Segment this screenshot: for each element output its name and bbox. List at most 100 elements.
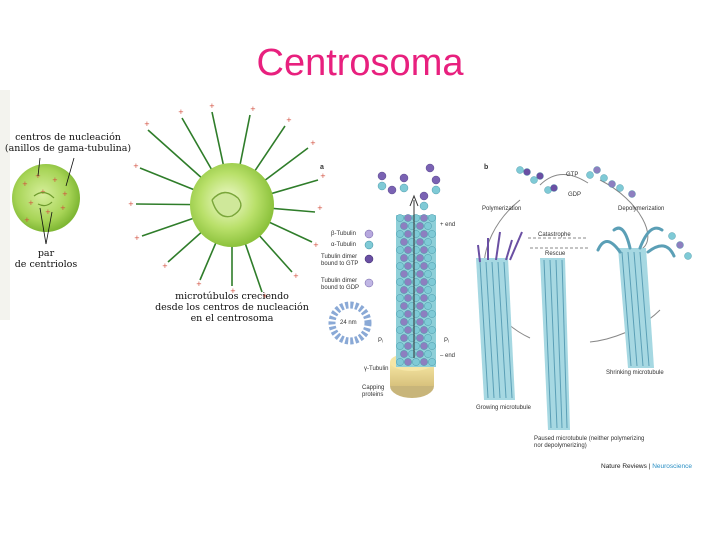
tubulin-subunit [416, 270, 424, 278]
tubulin-subunit [420, 214, 428, 222]
tubulin-subunit [400, 334, 408, 342]
tubulin-subunit [396, 358, 404, 366]
tubulin-subunit [408, 270, 416, 278]
legend-gdp-line2: bound to GDP [321, 285, 360, 291]
tubulin-subunit [420, 326, 428, 334]
page-title: Centrosoma [256, 42, 464, 84]
tubulin-subunit [400, 286, 408, 294]
tubulin-subunit [420, 230, 428, 238]
centrosome-sphere-large: +++ +++ +++ +++ +++ ++ [128, 102, 326, 300]
microtubule-structure [328, 163, 441, 398]
cross-section-ring [328, 301, 372, 345]
svg-text:+: + [178, 108, 184, 116]
tubulin-subunit [396, 214, 404, 222]
tubulin-subunit [412, 214, 420, 222]
pointer-line [37, 157, 41, 177]
tubulin-subunit [412, 358, 420, 366]
svg-text:+: + [52, 176, 58, 184]
tubulin-subunit [428, 214, 436, 222]
legend-markers [364, 229, 374, 288]
tubulin-subunit [424, 270, 432, 278]
depolymerization-label: Depolymerization [618, 206, 665, 212]
gamma-tubulin-label: γ-Tubulin [364, 366, 389, 372]
tubulin-subunit [396, 310, 404, 318]
tubulin-subunit [408, 222, 416, 230]
growth-label-line3: en el centrosoma [190, 313, 274, 324]
tubulin-subunit [416, 222, 424, 230]
tubulin-dimers-free [516, 166, 692, 260]
pi-label-right: Pᵢ [444, 338, 449, 344]
tubulin-subunit [400, 238, 408, 246]
tubulin-subunit [420, 358, 428, 366]
svg-text:+: + [133, 162, 139, 170]
tubulin-subunit [424, 302, 432, 310]
svg-text:+: + [293, 272, 299, 280]
tubulin-subunit [428, 230, 436, 238]
pointer-line [65, 157, 75, 187]
tubulin-subunit [400, 222, 408, 230]
legend-gdp-line1: Tubulin dimer [321, 278, 358, 284]
tubulin-subunit [404, 262, 412, 270]
centriole-label-line2: de centriolos [14, 259, 78, 270]
tubulin-subunit [412, 326, 420, 334]
tubulin-subunit [412, 230, 420, 238]
tubulin-subunit [396, 326, 404, 334]
svg-text:+: + [230, 287, 236, 295]
tubulin-subunit [420, 310, 428, 318]
svg-text:+: + [60, 204, 66, 212]
tubulin-subunit [404, 214, 412, 222]
legend-gtp-line2: bound to GTP [321, 261, 359, 267]
svg-text:+: + [128, 200, 134, 208]
tubulin-subunit [396, 230, 404, 238]
catastrophe-label: Catastrophe [538, 232, 571, 238]
tubulin-subunit [404, 230, 412, 238]
tubulin-subunit [408, 302, 416, 310]
tubulin-subunit [412, 294, 420, 302]
tubulin-subunit [412, 278, 420, 286]
svg-text:+: + [209, 102, 215, 110]
tubulin-subunit [400, 254, 408, 262]
tubulin-subunit [404, 326, 412, 334]
tubulin-subunit [412, 342, 420, 350]
centriole-label-line1: par [37, 248, 55, 259]
tubulin-subunit [428, 278, 436, 286]
tubulin-subunit [404, 310, 412, 318]
tubulin-subunit [404, 294, 412, 302]
svg-text:+: + [144, 120, 150, 128]
tubulin-subunit [424, 254, 432, 262]
tubulin-subunit [428, 294, 436, 302]
svg-text:+: + [313, 241, 319, 249]
legend-alpha: α-Tubulin [331, 242, 356, 248]
legend-gtp-line1: Tubulin dimer [321, 254, 358, 260]
tubulin-subunit [412, 262, 420, 270]
tubulin-subunit [420, 246, 428, 254]
tubulin-subunit [408, 318, 416, 326]
nucleation-label-line1: centros de nucleación [15, 132, 121, 143]
legend-beta: β-Tubulin [331, 231, 356, 237]
tubulin-subunit [416, 254, 424, 262]
tubulin-subunit [424, 286, 432, 294]
tubulin-subunit [424, 350, 432, 358]
plus-end-label: + end [440, 222, 456, 228]
tubulin-subunit [404, 278, 412, 286]
growing-label: Growing microtubule [476, 405, 532, 411]
svg-text:+: + [162, 262, 168, 270]
growth-label-line2: desde los centros de nucleación [155, 302, 309, 313]
paused-label-line2: nor depolymerizing) [534, 443, 587, 449]
svg-text:+: + [196, 280, 202, 288]
growth-label-line1: microtúbulos creciendo [175, 291, 289, 302]
tubulin-subunit [416, 318, 424, 326]
tubulin-subunit [396, 342, 404, 350]
tubulin-subunit [408, 286, 416, 294]
tubulin-subunit [408, 350, 416, 358]
svg-text:+: + [317, 204, 323, 212]
credit-journal: Nature Reviews [601, 463, 647, 470]
tubulin-subunit [416, 238, 424, 246]
tubulin-subunit [412, 246, 420, 254]
tubulin-subunit [408, 334, 416, 342]
tubulin-subunit [408, 254, 416, 262]
credit-separator: | [646, 463, 653, 470]
pointer-line [45, 211, 53, 245]
svg-text:+: + [22, 180, 28, 188]
